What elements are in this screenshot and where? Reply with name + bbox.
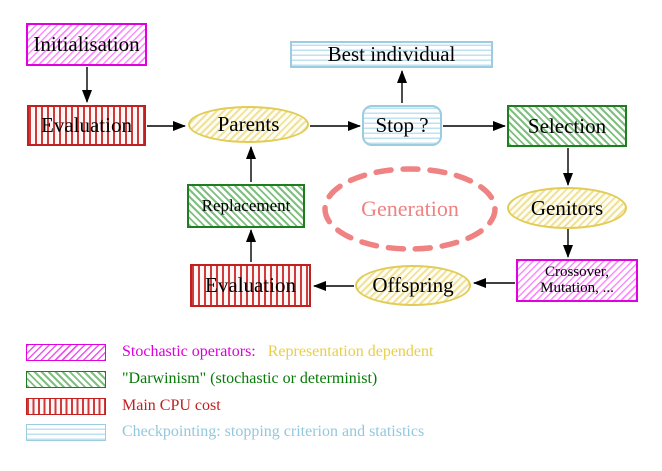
- node-evaluation-top-label: Evaluation: [41, 113, 132, 138]
- legend-row-cpu-cost: Main CPU cost: [26, 397, 221, 415]
- node-crossover-line2: Mutation, ...: [540, 279, 614, 296]
- legend-swatch-darwinism: [26, 370, 106, 388]
- node-initialisation: Initialisation: [26, 23, 147, 66]
- legend-swatch-cpu-cost: [26, 397, 106, 415]
- legend-swatch-checkpointing: [26, 423, 106, 441]
- node-evaluation-bottom-label: Evaluation: [205, 273, 296, 298]
- node-best-individual-label: Best individual: [327, 42, 456, 67]
- node-stop: Stop ?: [362, 105, 442, 146]
- legend-row-darwinism: "Darwinism" (stochastic or determinist): [26, 370, 377, 388]
- legend-label-stochastic-operators: Stochastic operators:: [122, 343, 256, 360]
- node-evaluation-bottom: Evaluation: [190, 264, 311, 307]
- node-parents-label: Parents: [217, 112, 280, 137]
- legend-row-checkpointing: Checkpointing: stopping criterion and st…: [26, 423, 424, 441]
- node-offspring: Offspring: [355, 265, 471, 306]
- node-selection-label: Selection: [527, 113, 607, 138]
- node-evaluation-top: Evaluation: [27, 105, 146, 146]
- node-genitors: Genitors: [507, 187, 627, 229]
- node-stop-label: Stop ?: [375, 113, 429, 138]
- node-selection: Selection: [507, 105, 627, 147]
- legend-row-stochastic: Stochastic operators: Representation dep…: [26, 343, 433, 361]
- legend-label-cpu-cost: Main CPU cost: [122, 397, 221, 414]
- node-offspring-label: Offspring: [372, 273, 454, 298]
- node-crossover-line1: Crossover,: [545, 263, 609, 280]
- node-replacement: Replacement: [187, 184, 305, 228]
- node-best-individual: Best individual: [290, 41, 493, 68]
- node-initialisation-label: Initialisation: [33, 32, 140, 57]
- node-generation: Generation: [323, 168, 497, 250]
- node-parents: Parents: [188, 106, 309, 143]
- legend-label-representation-dependent: Representation dependent: [267, 343, 434, 360]
- node-genitors-label: Genitors: [530, 195, 604, 220]
- legend-label-checkpointing: Checkpointing: stopping criterion and st…: [122, 423, 425, 440]
- legend-label-darwinism: "Darwinism" (stochastic or determinist): [122, 370, 378, 387]
- node-replacement-label: Replacement: [201, 196, 291, 216]
- generation-dashed-ellipse: [322, 166, 498, 252]
- node-crossover-mutation: Crossover, Mutation, ...: [516, 259, 638, 302]
- legend-swatch-stochastic-operators: [26, 343, 106, 361]
- node-generation-label: Generation: [361, 196, 459, 222]
